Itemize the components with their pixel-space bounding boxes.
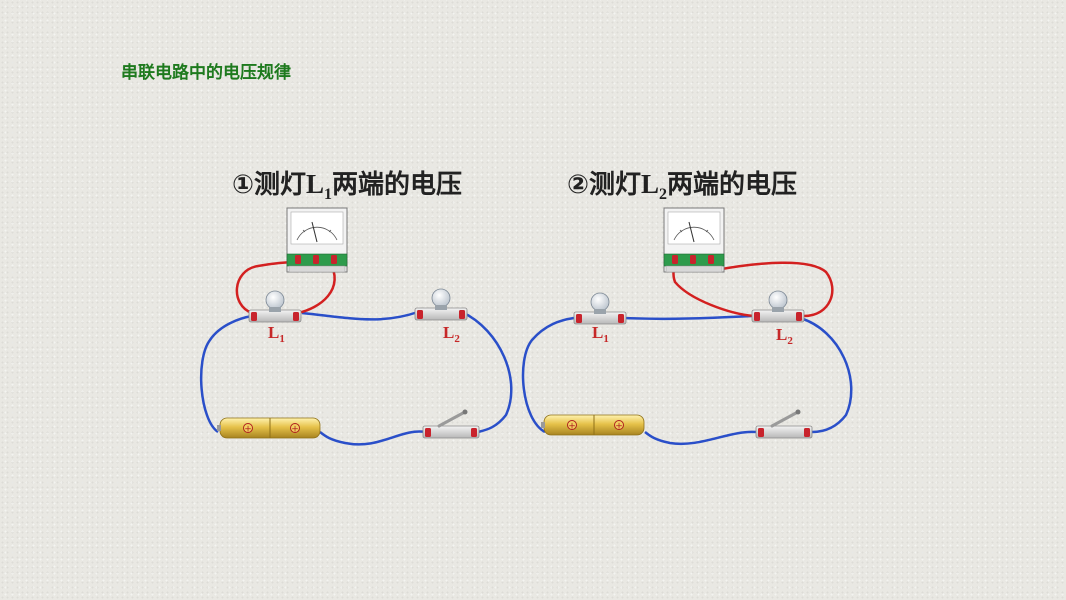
- panel-1-subscript: 1: [324, 186, 333, 204]
- panel-2-subscript: 2: [659, 186, 668, 204]
- panel-2-prefix: 测灯: [589, 170, 642, 200]
- panel-1-symbol: L: [306, 169, 325, 199]
- panel-1-prefix: 测灯: [254, 170, 307, 200]
- wire-3: [319, 430, 427, 446]
- wire-7: [644, 430, 757, 446]
- voltmeter-icon: [663, 207, 725, 273]
- wire-8: [521, 316, 575, 434]
- lamp-icon: [751, 290, 805, 323]
- lamp-icon: [573, 292, 627, 325]
- wire-4: [199, 314, 253, 434]
- panel-1-number: ①: [232, 170, 255, 200]
- meter-wire-4: [715, 261, 834, 318]
- panel-2-symbol: L: [641, 169, 660, 199]
- battery-icon: [216, 417, 321, 439]
- panel-2-number: ②: [567, 170, 590, 200]
- circuit-1: L1 L2: [199, 207, 513, 446]
- wire-5: [623, 314, 753, 321]
- lamp-icon: [248, 290, 302, 323]
- panel-1-suffix: 两端的电压: [332, 170, 463, 200]
- lamp-label-4: L2: [776, 325, 793, 347]
- wire-1: [301, 310, 419, 321]
- lamp-label-1: L1: [268, 323, 285, 345]
- wire-2: [461, 310, 513, 434]
- panel-2-heading: ②测灯L2两端的电压: [567, 164, 797, 204]
- battery-icon: [540, 414, 645, 436]
- panel-2-suffix: 两端的电压: [667, 170, 798, 200]
- switch-icon: [754, 408, 814, 440]
- voltmeter-icon: [286, 207, 348, 273]
- wire-6: [799, 316, 853, 434]
- lamp-label-3: L1: [592, 323, 609, 345]
- lamp-label-2: L2: [443, 323, 460, 345]
- slide-title: 串联电路中的电压规律: [121, 63, 291, 83]
- lamp-icon: [414, 288, 468, 321]
- circuit-2: L1 L2: [521, 207, 853, 446]
- switch-icon: [421, 408, 481, 440]
- panel-1-heading: ①测灯L1两端的电压: [232, 164, 462, 204]
